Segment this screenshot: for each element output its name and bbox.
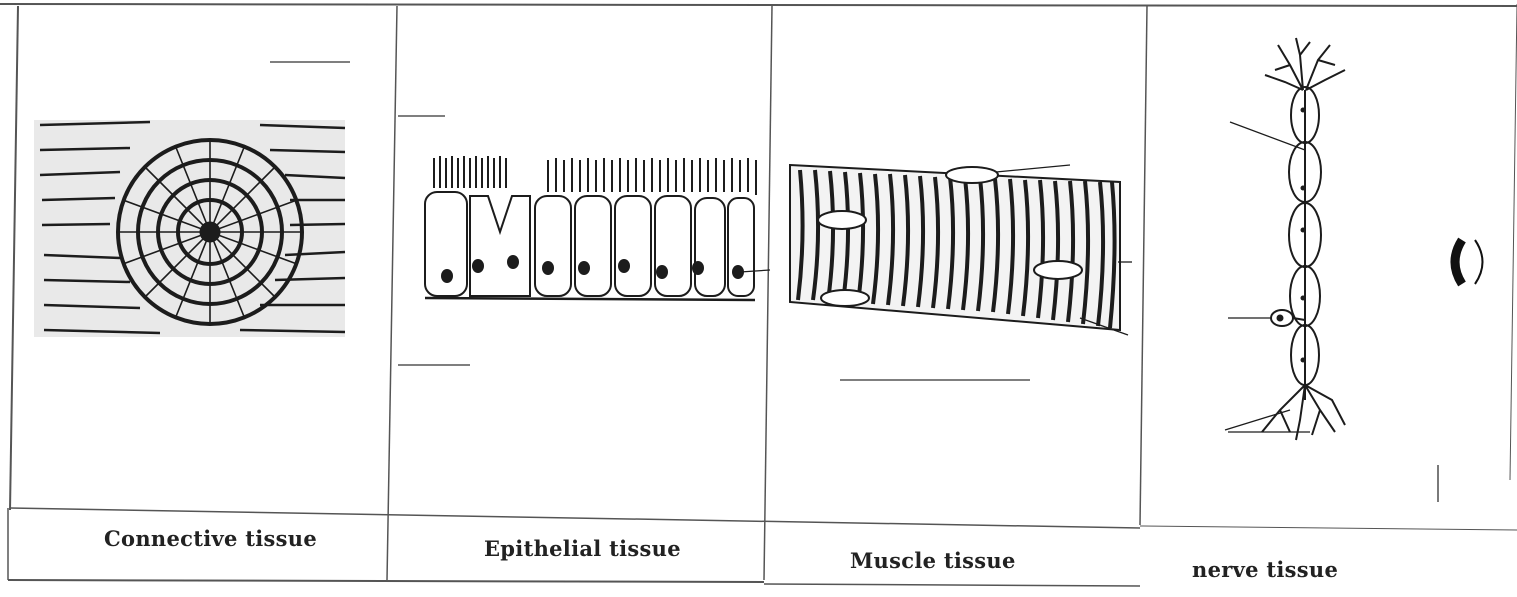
panel-label-nerve-tissue: nerve tissue [1192, 557, 1338, 582]
panel-label-connective-tissue: Connective tissue [104, 526, 317, 551]
panel-label-epithelial-tissue: Epithelial tissue [484, 536, 681, 561]
bone-osteon-illustration [34, 120, 345, 337]
panel-label-muscle-tissue: Muscle tissue [850, 548, 1016, 573]
